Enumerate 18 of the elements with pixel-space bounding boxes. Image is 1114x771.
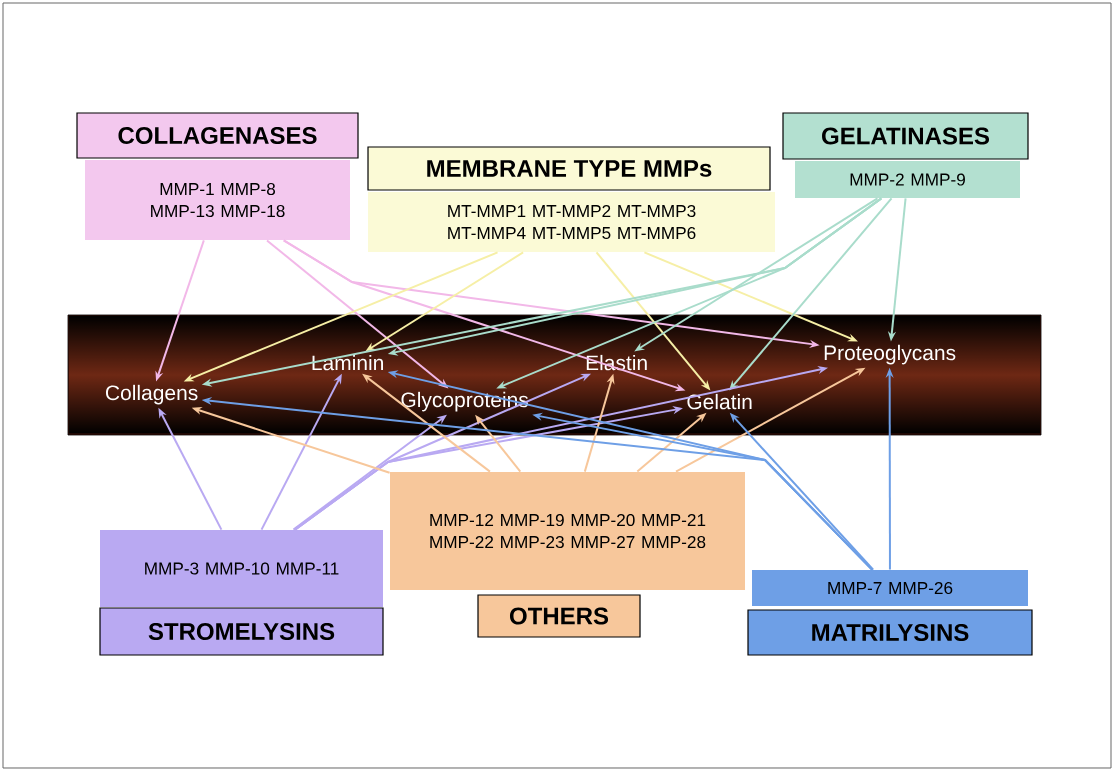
member-box: MMP-3 MMP-10 MMP-11 xyxy=(100,530,383,607)
node-label: MMP-3 MMP-10 MMP-11 xyxy=(145,562,339,575)
substrate-label: Proteoglycans xyxy=(824,344,956,365)
member-box: MMP-1 MMP-8 MMP-13 MMP-18 xyxy=(85,160,350,240)
heading-box: STROMELYSINS xyxy=(99,607,384,656)
heading-box: COLLAGENASES xyxy=(76,112,359,159)
member-box: MMP-12 MMP-19 MMP-20 MMP-21 MMP-22 MMP-23 MMP-27 MMP-28 xyxy=(390,472,745,590)
heading-box: GELATINASES xyxy=(782,112,1029,160)
heading-box: MATRILYSINS xyxy=(747,609,1033,656)
substrate-label: Gelatin xyxy=(687,393,752,410)
member-box: MMP-2 MMP-9 xyxy=(795,161,1020,198)
heading-box: OTHERS xyxy=(477,594,641,638)
substrate-band xyxy=(67,314,1042,436)
member-box: MMP-7 MMP-26 xyxy=(752,570,1028,606)
heading-box: MEMBRANE TYPE MMPs xyxy=(367,146,771,191)
member-box: MT-MMP1 MT-MMP2 MT-MMP3 MT-MMP4 MT-MMP5 MT-MMP6 xyxy=(368,192,775,252)
substrate-label: Collagens xyxy=(106,384,198,405)
substrate-label: Laminin xyxy=(312,354,383,371)
